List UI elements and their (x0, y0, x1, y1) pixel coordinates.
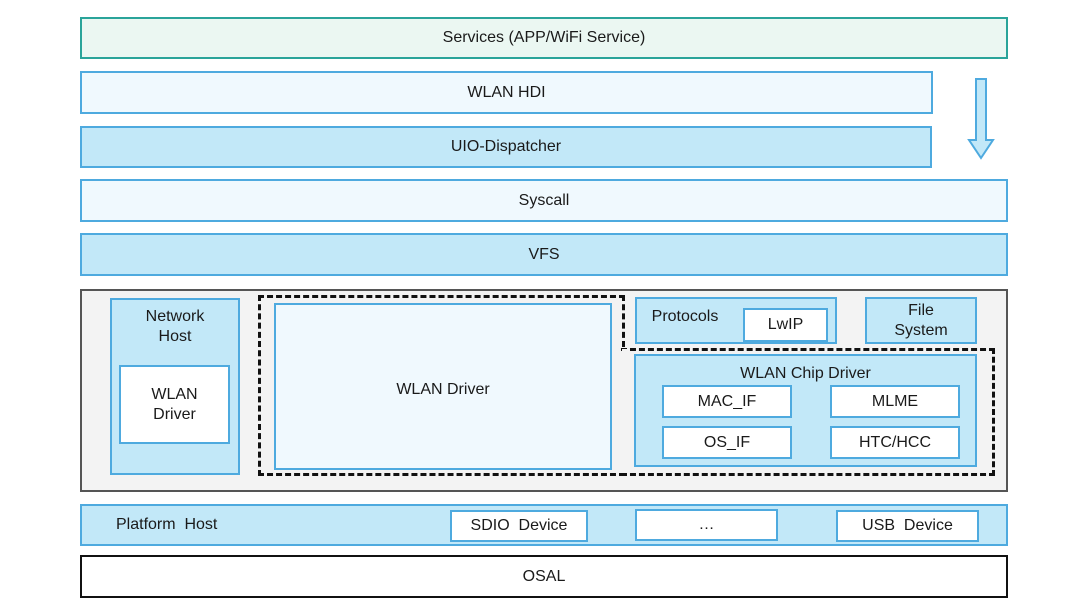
os-if-box: OS_IF (662, 426, 792, 459)
syscall-label: Syscall (518, 191, 570, 209)
mlme-box: MLME (830, 385, 960, 418)
network-host-label: Network Host (145, 308, 205, 345)
uio-dispatcher-label: UIO-Dispatcher (450, 138, 562, 155)
services-label: Services (APP/WiFi Service) (442, 29, 646, 46)
sdio-device-box: SDIO Device (450, 510, 588, 542)
usb-device-label: USB Device (862, 517, 953, 534)
htc-hcc-box: HTC/HCC (830, 426, 960, 459)
protocols-label: Protocols (651, 308, 719, 325)
osal-layer: OSAL (80, 555, 1008, 598)
ellipsis-device-box: … (635, 509, 778, 541)
file-system-label: File System (894, 301, 948, 339)
sdio-device-label: SDIO Device (470, 517, 568, 534)
lwip-label: LwIP (767, 316, 804, 333)
os-if-label: OS_IF (703, 433, 751, 451)
osal-label: OSAL (522, 567, 566, 585)
ellipsis-label: … (698, 516, 715, 533)
wlan-hdi-label: WLAN HDI (467, 83, 546, 101)
usb-device-box: USB Device (836, 510, 979, 542)
htc-hcc-label: HTC/HCC (859, 433, 931, 451)
wlan-hdi-layer: WLAN HDI (80, 71, 933, 114)
vfs-label: VFS (528, 245, 560, 263)
wlan-driver-box: WLAN Driver (274, 303, 612, 470)
dashed-region-gap-mask (622, 349, 630, 473)
vfs-layer: VFS (80, 233, 1008, 276)
down-arrow-icon (967, 78, 995, 160)
services-layer: Services (APP/WiFi Service) (80, 17, 1008, 59)
wlan-driver-label: WLAN Driver (396, 381, 490, 398)
uio-dispatcher-layer: UIO-Dispatcher (80, 126, 932, 168)
network-host-wlan-driver-label: WLAN Driver (151, 385, 198, 423)
lwip-box: LwIP (743, 308, 828, 342)
platform-host-label: Platform Host (116, 516, 218, 533)
network-host-wlan-driver: WLAN Driver (119, 365, 230, 444)
file-system-box: File System (865, 297, 977, 344)
mlme-label: MLME (871, 392, 919, 410)
syscall-layer: Syscall (80, 179, 1008, 222)
mac-if-label: MAC_IF (697, 392, 757, 410)
wlan-chip-driver-dashed-outline (621, 348, 995, 476)
wlan-chip-driver-label: WLAN Chip Driver (740, 365, 871, 382)
mac-if-box: MAC_IF (662, 385, 792, 418)
